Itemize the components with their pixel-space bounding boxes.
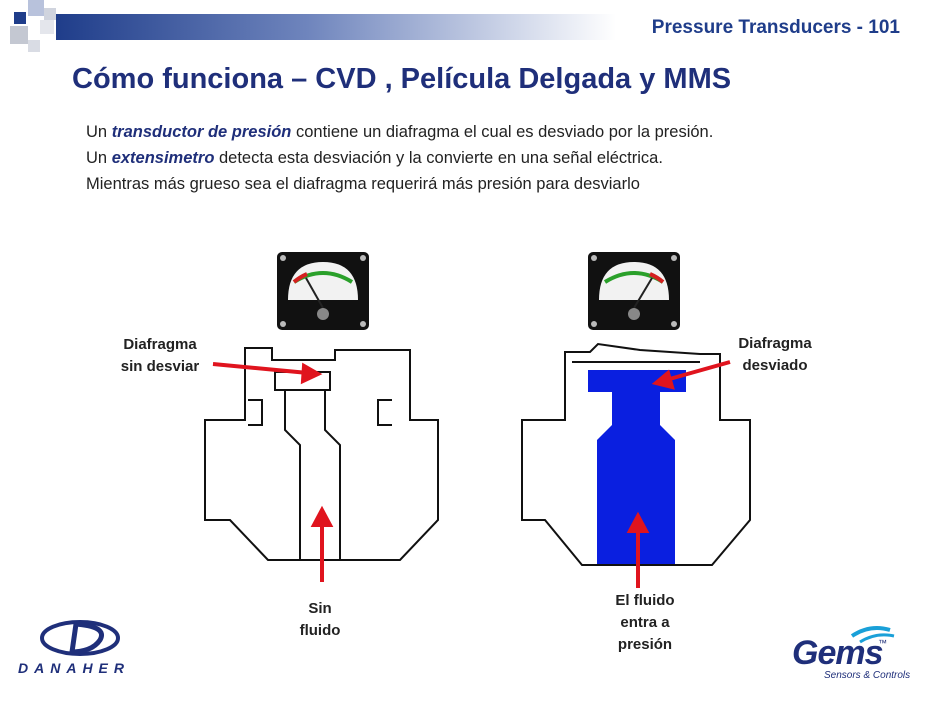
arrow-icon [310,505,334,582]
gems-wordmark: Gems [792,634,883,672]
bullet-item: Un transductor de presión contiene un di… [86,123,714,141]
slide-title: Cómo funciona – CVD , Película Delgada y… [72,63,732,95]
arrow-icon [626,511,650,588]
arrow-icon [651,360,731,390]
gems-tagline: Sensors & Controls [824,670,911,681]
header-title: Pressure Transducers - 101 [651,17,900,38]
gauge-icon [277,252,369,330]
header-bar [56,14,616,40]
danaher-logo: DANAHER [18,618,138,680]
bullet-list: Un transductor de presión contiene un di… [86,122,846,200]
bullet-item: Mientras más grueso sea el diafragma req… [86,175,640,193]
danaher-wordmark: DANAHER [18,660,130,676]
gauge-icon [588,252,680,330]
gems-trademark: ™ [878,638,887,648]
corner-decoration [0,0,70,60]
arrow-icon [212,362,323,385]
bullet-item: Un extensimetro detecta esta desviación … [86,149,663,167]
transducer-right [521,342,751,566]
gems-logo: Gems ™ Sensors & Controls [790,622,920,686]
